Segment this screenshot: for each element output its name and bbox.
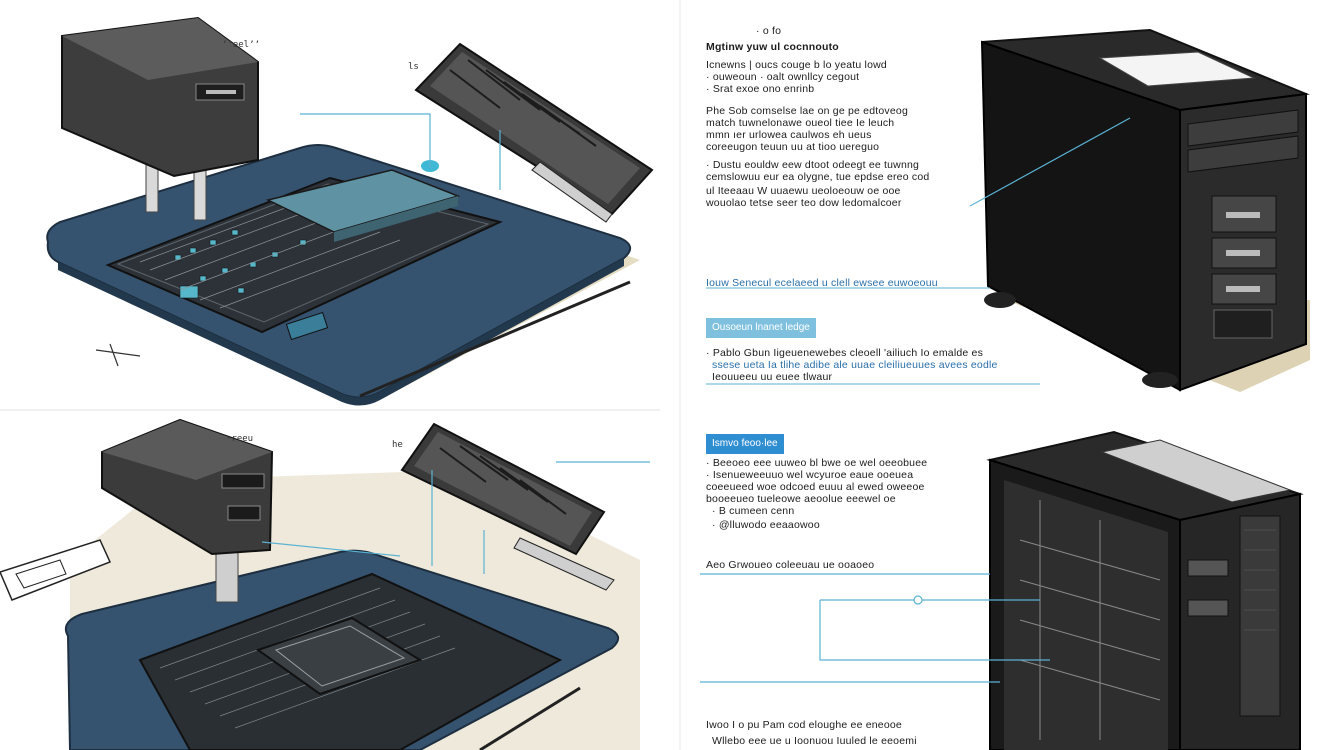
section-heading: Mgtinw yuw ul cocnnouto	[706, 41, 839, 53]
list-line: booeeueo tueleowe aeoolue eeewel oe	[706, 493, 896, 505]
list-line: coeeueed woe odcoed euuu al ewed oweeoe	[706, 481, 925, 493]
footer-line: Wllebo eee ue u Ioonuou Iuuled le eeoemi	[712, 735, 917, 747]
paragraph-line: Phe Sob comselse lae on ge pe edtoveog	[706, 105, 908, 117]
psu-label-sketch: ʼʼeelʼʼ	[222, 40, 260, 50]
tower-case-illustration	[969, 28, 1310, 392]
paragraph-line: ul Iteeaau W uuaewu ueoloeouw oe ooe	[706, 185, 901, 197]
paragraph-line: mmn ıer urlowea caulwos eh ueus	[706, 129, 872, 141]
link-line[interactable]: Iouw Senecul ecelaeed u clell ewsee euwo…	[706, 277, 938, 289]
paragraph-line: coreeugon teuun uu at tioo uereguo	[706, 141, 880, 153]
footer-line: Iwoo I o pu Pam cod eloughe ee eneooe	[706, 719, 902, 731]
screwdriver-icon	[95, 343, 141, 367]
small-caption: · o fo	[756, 25, 782, 37]
paragraph-line: ssese ueta Ia tlihe adibe ale uuae cleil…	[712, 359, 998, 371]
gpu-card-illustration-bottom	[400, 422, 615, 591]
diagram-note: Aeo Grwoueo coleeuau ue ooaoeo	[706, 559, 875, 571]
callout-lines-top	[300, 113, 501, 190]
paragraph-line: wouolao tetse seer teo dow ledomalcoer	[706, 197, 902, 209]
gpu-card-illustration-top	[414, 42, 654, 223]
motherboard-illustration-top	[46, 16, 640, 406]
psu-label-sketch-bottom: ·reeu	[226, 434, 254, 444]
gpu-label-sketch-bottom: he	[392, 440, 403, 450]
motherboard-illustration-bottom	[0, 418, 640, 750]
callout-lines-bottom	[261, 461, 650, 574]
paragraph-line: · Pablo Gbun Iigeuenewebes cleoell 'aili…	[706, 347, 984, 359]
list-line: · Isenueweeuuo wel wcyuroe eaue ooeuea	[706, 469, 914, 481]
list-line: · Beeoeo eee uuweo bl bwe oe wel oeeobue…	[706, 457, 928, 469]
text-rules	[706, 287, 1040, 385]
paragraph-line: cemslowuu eur ea olygne, tue epdse ereo …	[706, 171, 930, 183]
paragraph-line: match tuwnelonawe oueol tiee Ie leuch	[706, 117, 895, 129]
list-line: · Srat exoe ono enrinb	[706, 83, 815, 95]
gpu-label-sketch: ls	[408, 62, 419, 72]
list-line: · B cumeen cenn	[712, 505, 795, 517]
paragraph-line: · Dustu eouldw eew dtoot odeegt ee tuwnn…	[706, 159, 920, 171]
open-case-illustration	[986, 430, 1304, 750]
callout-lines-case	[700, 573, 1050, 683]
list-line: · @lluwodo eeaaowoo	[712, 519, 820, 531]
paragraph-line: Ieouueeu uu euee tlwaur	[712, 371, 833, 383]
section-tag-bottom: Ismvo feoo·lee	[706, 434, 784, 454]
list-line: Icnewns | oucs couge b lo yeatu lowd	[706, 59, 887, 71]
section-tag: Ousoeun lnanet ledge	[706, 318, 816, 338]
list-line: · ouweoun · oalt ownllcy cegout	[706, 71, 860, 83]
